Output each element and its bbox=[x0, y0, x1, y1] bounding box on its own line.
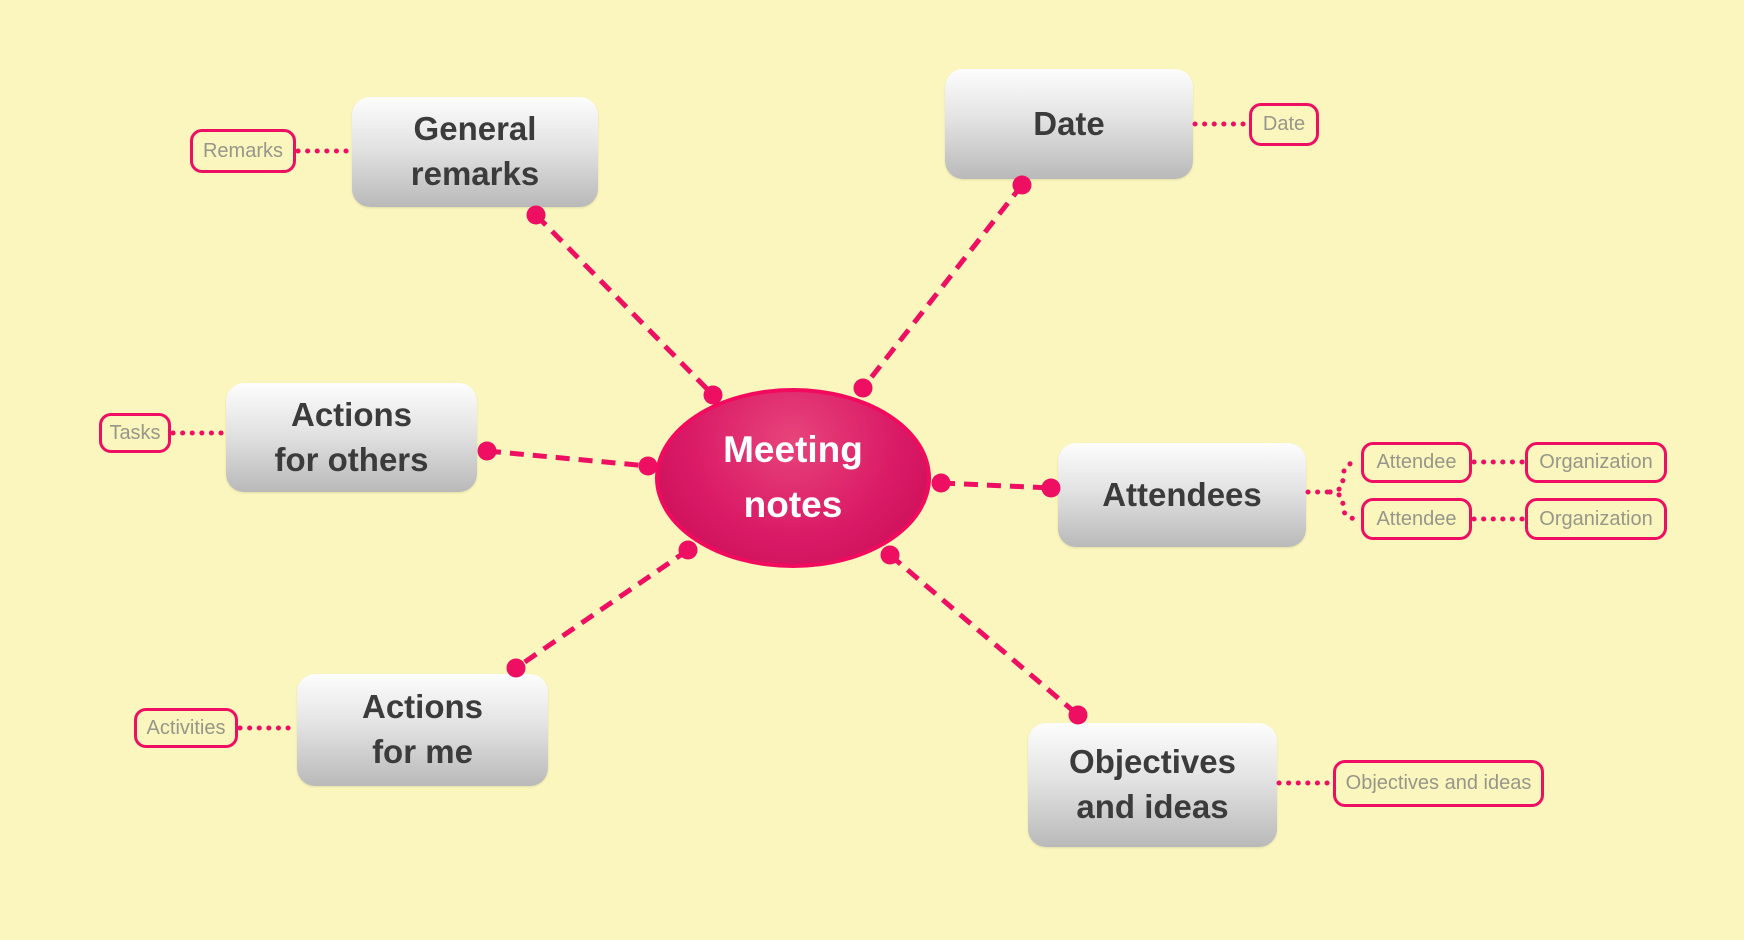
central-topic-text-line: notes bbox=[743, 484, 843, 525]
topic-text-line: and ideas bbox=[1076, 788, 1229, 825]
sublabel-objectives-and-ideas[interactable]: Objectives and ideas bbox=[1333, 760, 1544, 807]
topic-text-line: Objectives bbox=[1069, 743, 1236, 781]
sublabel-activities[interactable]: Activities bbox=[134, 708, 238, 748]
topic-text-line: Actions bbox=[290, 395, 412, 433]
topic-text-line: Attendees bbox=[1102, 475, 1262, 513]
sublabel-date[interactable]: Date bbox=[1249, 103, 1319, 146]
topic-text-line: for me bbox=[372, 733, 473, 770]
sublabel-organization-1[interactable]: Organization bbox=[1525, 442, 1667, 483]
sublabel-tasks[interactable]: Tasks bbox=[99, 413, 171, 453]
topic-actions-for-me[interactable]: Actions for me bbox=[297, 674, 548, 786]
topic-text-line: Date bbox=[1033, 104, 1105, 142]
sublabel-attendee-2[interactable]: Attendee bbox=[1361, 498, 1472, 540]
topic-text-line: remarks bbox=[410, 155, 540, 192]
topic-text-line: General bbox=[413, 110, 537, 148]
sublabel-remarks[interactable]: Remarks bbox=[190, 129, 296, 173]
central-topic-text-line: Meeting bbox=[723, 429, 863, 471]
topic-attendees[interactable]: Attendees bbox=[1058, 443, 1306, 547]
topic-text-line: Actions bbox=[361, 688, 483, 726]
sublabel-attendee-1[interactable]: Attendee bbox=[1361, 442, 1472, 483]
sublabel-organization-2[interactable]: Organization bbox=[1525, 498, 1667, 540]
topic-general-remarks[interactable]: General remarks bbox=[352, 97, 598, 207]
topic-date[interactable]: Date bbox=[945, 69, 1193, 179]
topic-actions-for-others[interactable]: Actions for others bbox=[226, 383, 477, 492]
topic-objectives-and-ideas[interactable]: Objectives and ideas bbox=[1028, 723, 1277, 847]
topic-text-line: for others bbox=[274, 440, 429, 478]
central-topic-meeting-notes[interactable]: Meeting notes bbox=[655, 388, 931, 568]
